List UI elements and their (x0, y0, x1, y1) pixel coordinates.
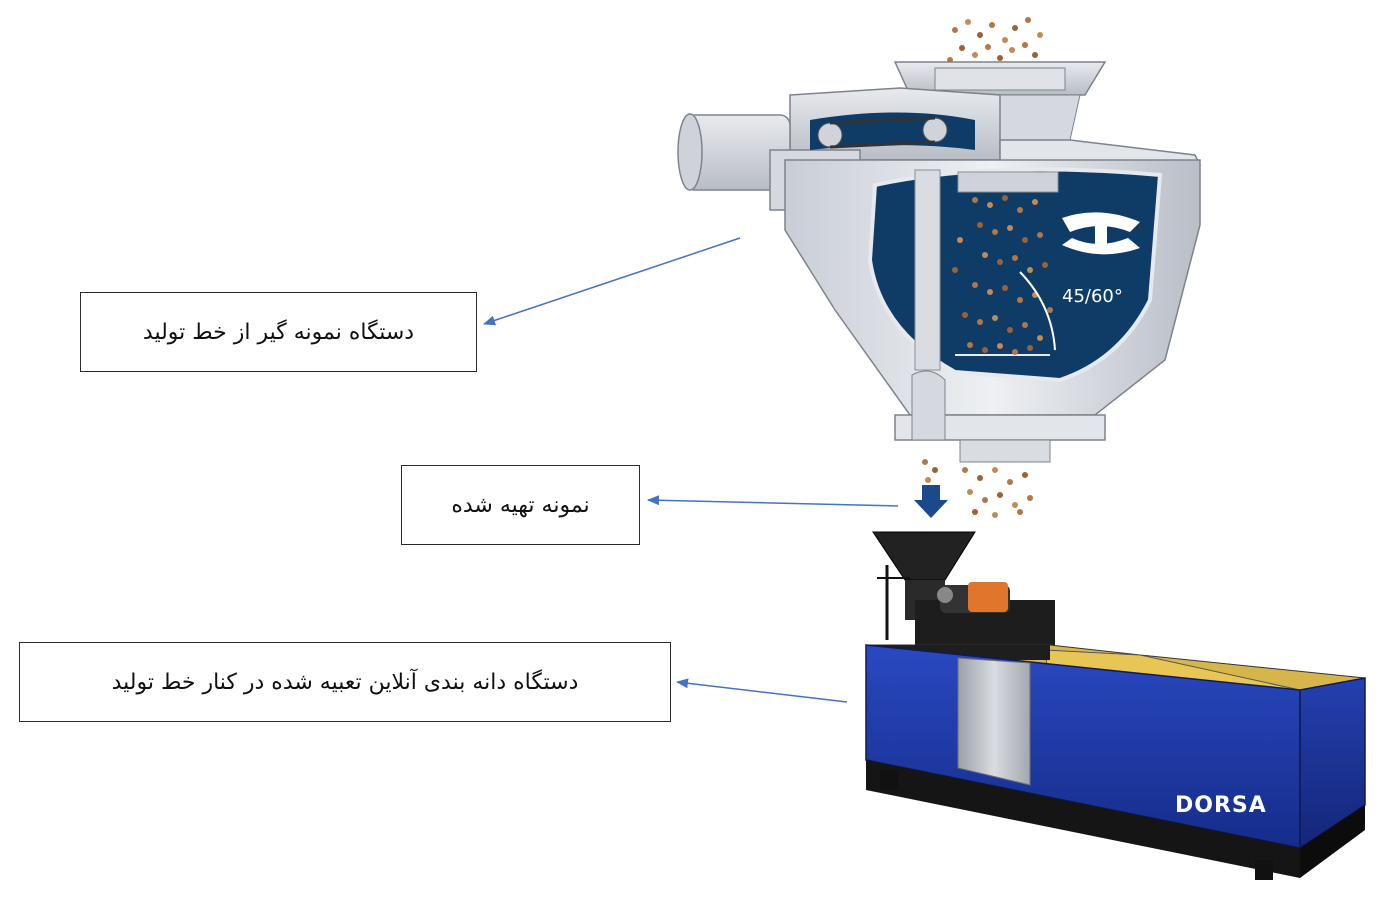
angle-label: 45/60° (1062, 286, 1123, 307)
particles-inside (952, 195, 1053, 355)
flow-down-arrow (914, 485, 948, 518)
prepared-sample-label: نمونه تهیه شده (451, 492, 590, 518)
prepared-sample-label-box: نمونه تهیه شده (401, 465, 640, 545)
arrow-sampler (483, 237, 741, 326)
grader-label-box: دستگاه دانه بندی آنلاین تعبیه شده در کنا… (19, 642, 671, 722)
sampler-machine-illustration: 45/60° (677, 17, 1202, 463)
grader-machine-illustration: DORSA (865, 531, 1366, 880)
grader-label: دستگاه دانه بندی آنلاین تعبیه شده در کنا… (111, 669, 579, 695)
particles-in (947, 17, 1043, 63)
arrow-grader (676, 678, 848, 703)
sampler-label-box: دستگاه نمونه گیر از خط تولید (80, 292, 477, 372)
orange-vibrator (968, 582, 1008, 612)
arrow-prepared-sample (647, 495, 899, 507)
sampler-label: دستگاه نمونه گیر از خط تولید (142, 319, 415, 345)
particles-out (922, 459, 1033, 518)
brand-logo: DORSA (1175, 793, 1267, 818)
